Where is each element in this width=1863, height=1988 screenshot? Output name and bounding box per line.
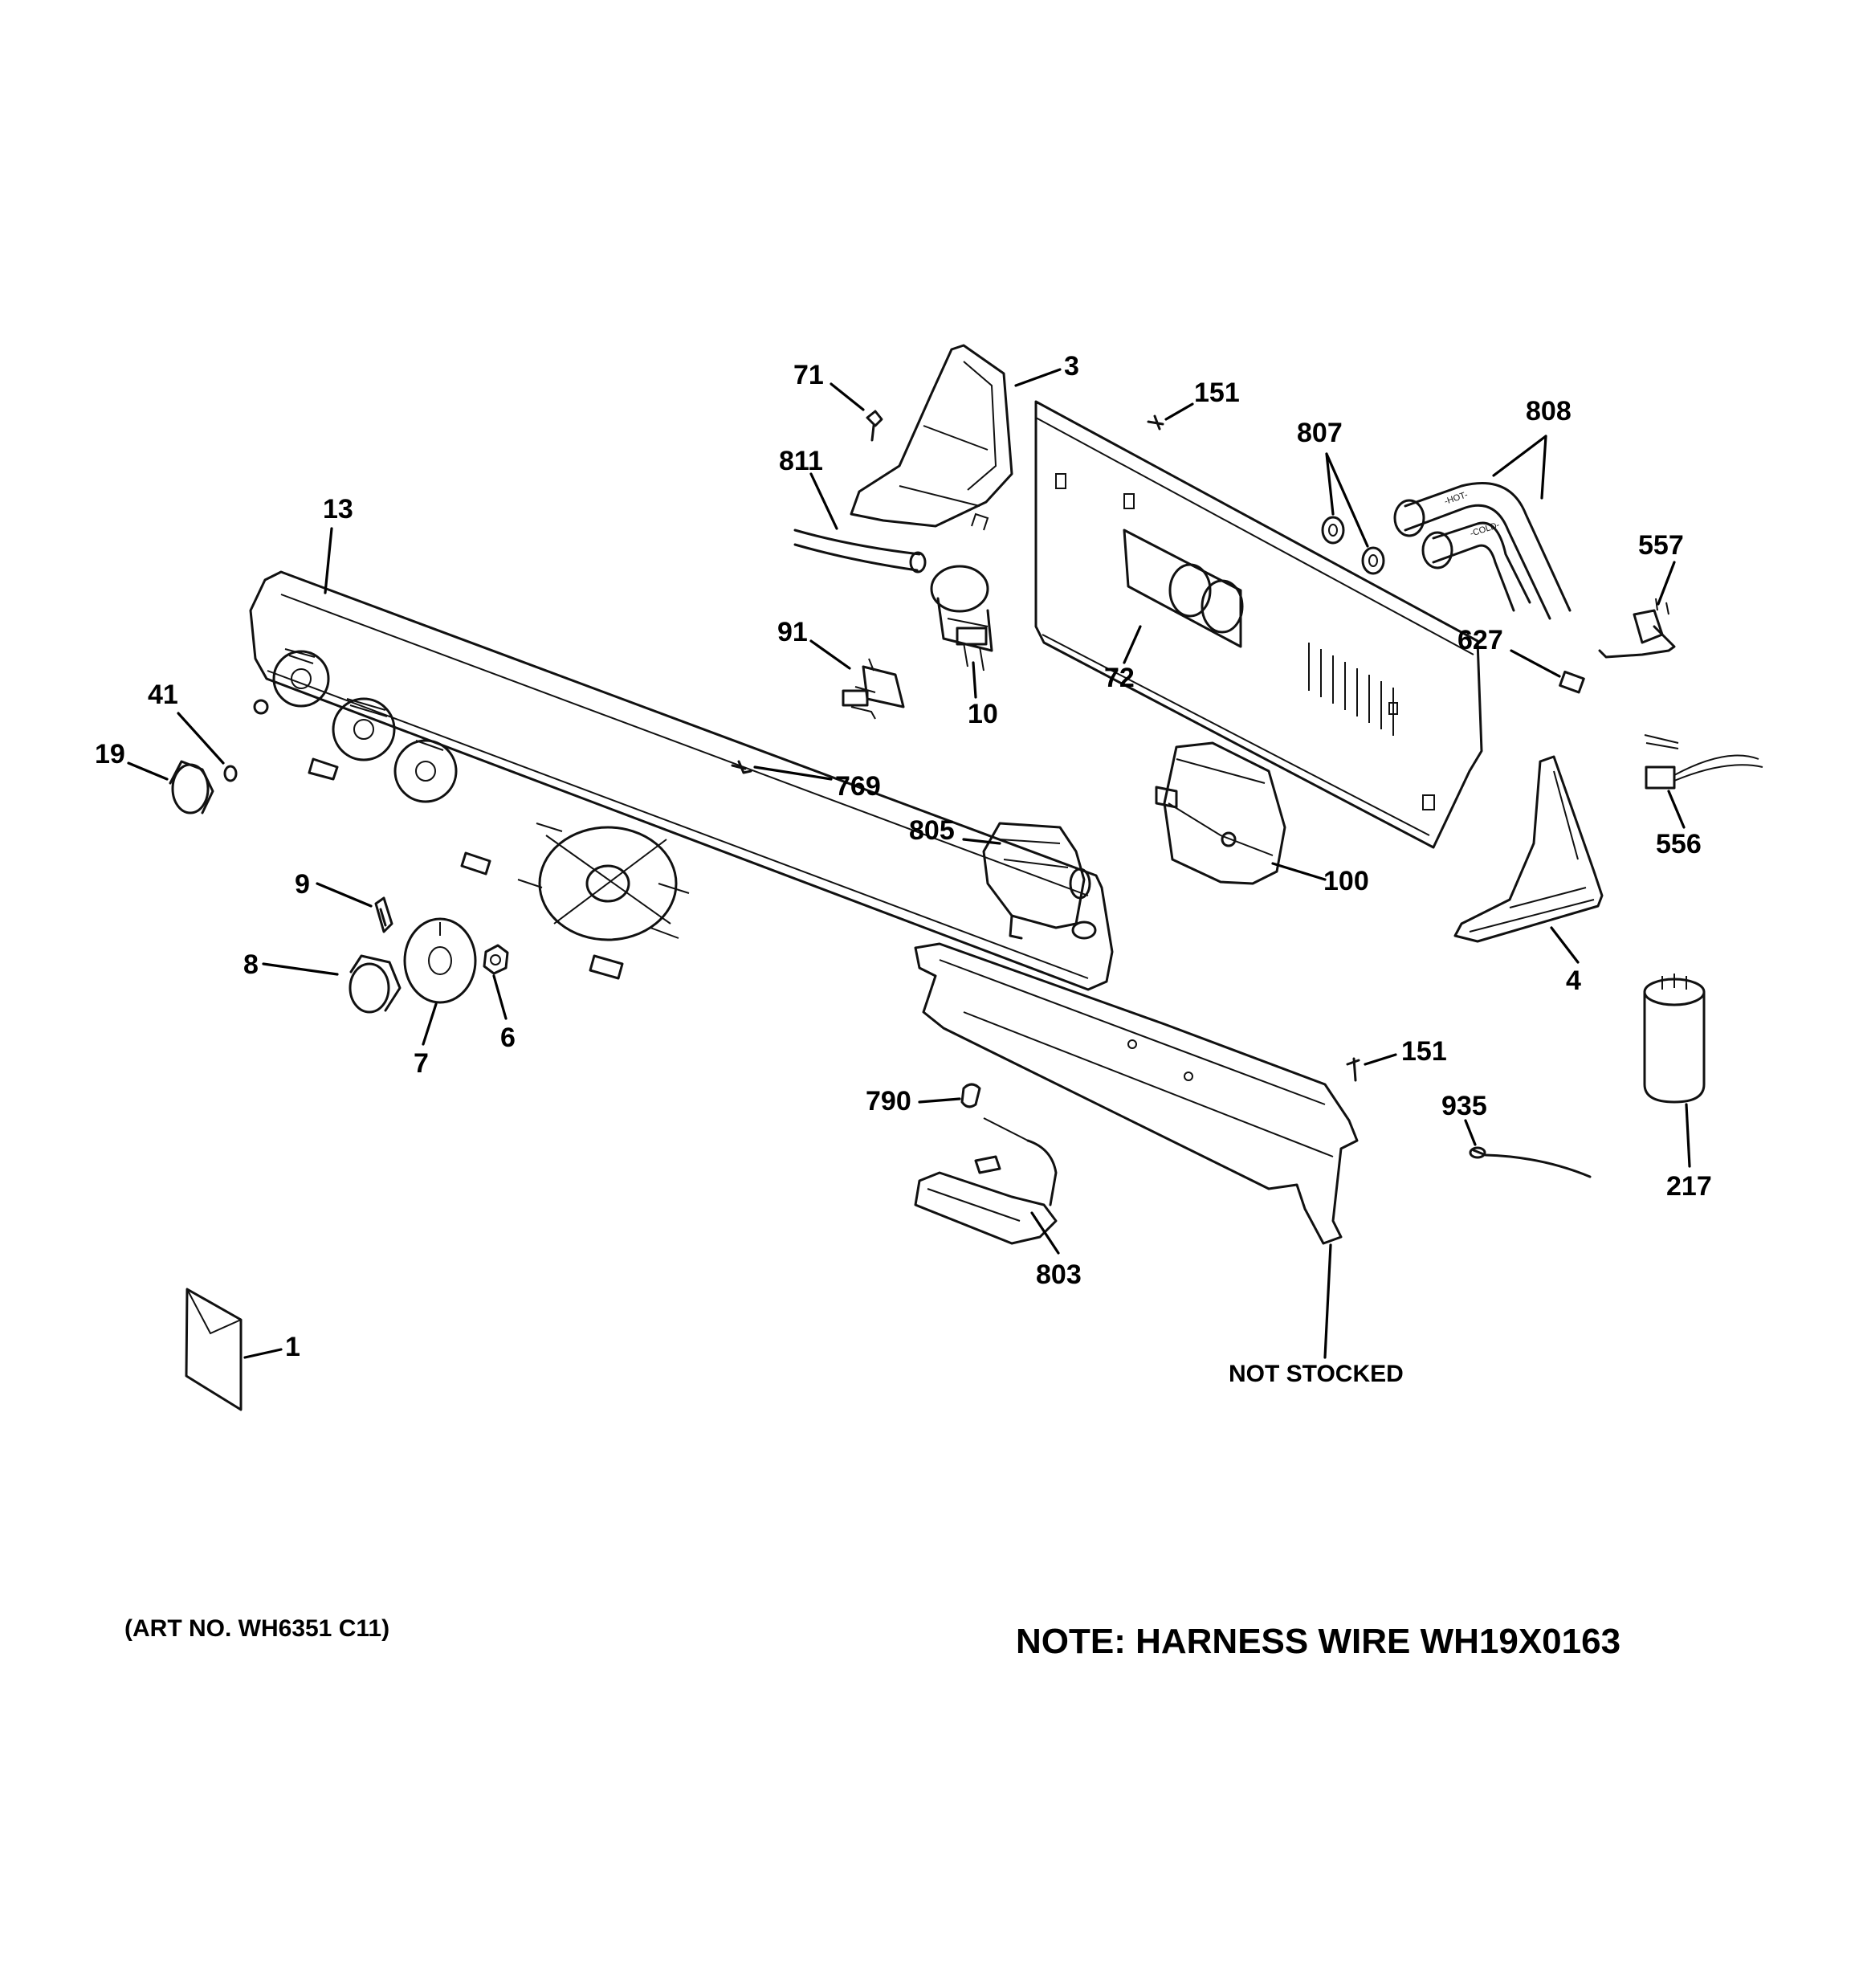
wire-part-935 xyxy=(1469,1146,1592,1178)
hoses-part-808: -HOT- -COLD- xyxy=(1393,482,1572,620)
backsplash-part-72 xyxy=(1034,400,1483,849)
valve-part-805 xyxy=(982,822,1097,940)
end-cap-part-3 xyxy=(850,344,1013,531)
end-cap-part-4 xyxy=(1453,755,1604,943)
callout-7: 7 xyxy=(414,1048,429,1079)
clamp-part-790 xyxy=(960,1083,981,1108)
screw-part-151-lower xyxy=(1346,1057,1360,1082)
callout-807: 807 xyxy=(1297,418,1343,448)
callout-808: 808 xyxy=(1526,396,1572,427)
not-stocked-label: NOT STOCKED xyxy=(1229,1361,1404,1387)
art-number: (ART NO. WH6351 C11) xyxy=(124,1615,389,1642)
callout-557: 557 xyxy=(1638,530,1684,561)
clip-part-41 xyxy=(223,765,238,782)
callout-627: 627 xyxy=(1457,625,1503,655)
connector-part-557 xyxy=(1598,598,1676,659)
pressure-switch-part-10 xyxy=(930,565,993,672)
timer-part-100 xyxy=(1155,741,1286,885)
dispenser-part-803 xyxy=(914,1117,1058,1245)
callout-790: 790 xyxy=(866,1086,911,1116)
knob-part-19 xyxy=(169,760,214,814)
knob-part-8 xyxy=(349,954,402,1014)
screw-part-71 xyxy=(866,410,883,442)
washer-part-807 xyxy=(1321,516,1385,575)
screw-part-769 xyxy=(731,760,752,774)
callouts: 13 41 19 9 8 7 6 1 769 71 3 811 10 91 15… xyxy=(95,351,1712,1387)
callout-217: 217 xyxy=(1666,1171,1712,1202)
callout-811: 811 xyxy=(779,446,823,476)
nut-part-6 xyxy=(483,944,509,975)
callout-935: 935 xyxy=(1441,1091,1487,1121)
bracket-not-stocked xyxy=(914,942,1359,1245)
callout-19: 19 xyxy=(95,739,125,769)
callout-803: 803 xyxy=(1036,1259,1082,1290)
tube-part-811 xyxy=(793,529,927,574)
callout-151-top: 151 xyxy=(1194,378,1240,408)
callout-556: 556 xyxy=(1656,829,1702,859)
callout-13: 13 xyxy=(323,494,353,525)
callout-1: 1 xyxy=(285,1332,300,1362)
callout-8: 8 xyxy=(243,949,259,980)
literature-part-1 xyxy=(185,1288,243,1411)
callout-805: 805 xyxy=(909,815,955,846)
callout-4: 4 xyxy=(1566,965,1581,996)
callout-72: 72 xyxy=(1104,663,1135,693)
dial-part-7 xyxy=(403,917,477,1004)
harness-note: NOTE: HARNESS WIRE WH19X0163 xyxy=(1016,1622,1620,1661)
switch-part-91 xyxy=(842,658,905,720)
clip-part-627 xyxy=(1559,670,1585,694)
callout-10: 10 xyxy=(968,699,998,729)
callout-41: 41 xyxy=(148,680,178,710)
spring-clip-part-9 xyxy=(374,896,393,933)
screw-part-151-top xyxy=(1147,414,1164,431)
callout-71: 71 xyxy=(793,360,824,390)
callout-3: 3 xyxy=(1064,351,1079,382)
callout-100: 100 xyxy=(1323,866,1369,896)
callout-769: 769 xyxy=(835,771,881,802)
control-panel-part-13 xyxy=(249,570,1114,991)
leader-lines xyxy=(127,368,1691,1359)
callout-91: 91 xyxy=(777,617,808,647)
callout-6: 6 xyxy=(500,1023,516,1053)
connector-part-556 xyxy=(1644,734,1763,790)
callout-151-lower: 151 xyxy=(1401,1036,1447,1067)
capacitor-part-217 xyxy=(1643,974,1706,1104)
callout-9: 9 xyxy=(295,869,310,900)
hose-label-hot: -HOT- xyxy=(1443,490,1470,507)
